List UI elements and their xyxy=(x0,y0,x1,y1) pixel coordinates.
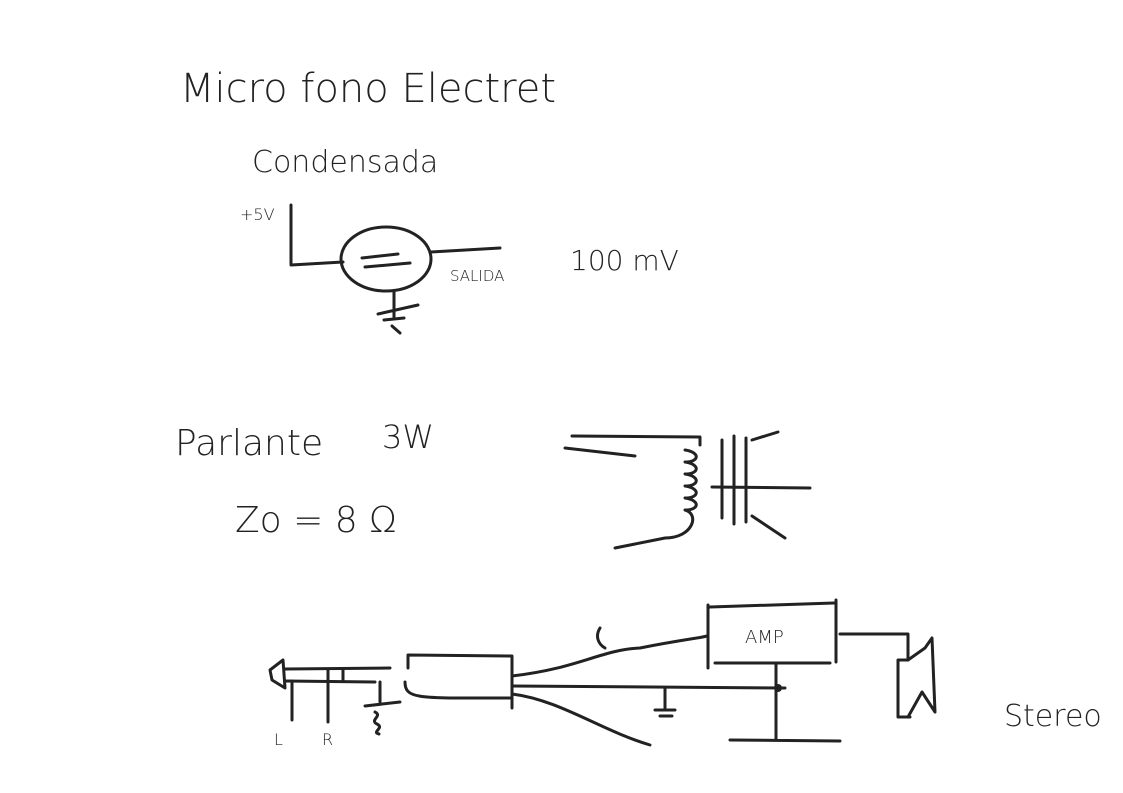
electret-mic-symbol: +5V SALIDA xyxy=(240,203,504,335)
speaker-impedance: Zo = 8 Ω xyxy=(235,500,397,541)
output-label: SALIDA xyxy=(450,267,504,285)
junction-dot xyxy=(774,684,782,692)
mic-title: Micro fono Electret xyxy=(180,66,556,112)
speaker-coil-symbol xyxy=(563,430,812,550)
supply-label: +5V xyxy=(240,205,275,224)
jack-r-label: R xyxy=(322,730,333,749)
speaker-power: 3W xyxy=(382,418,434,456)
output-level: 100 mV xyxy=(570,244,679,277)
stereo-amp-diagram: AMP L L R xyxy=(268,598,937,749)
stereo-label: Stereo xyxy=(1004,699,1102,734)
speaker-title: Parlante xyxy=(175,423,323,464)
mic-subtitle: Condensada xyxy=(252,145,438,180)
amp-label: AMP xyxy=(745,627,784,648)
jack-l-label: L xyxy=(274,730,283,749)
